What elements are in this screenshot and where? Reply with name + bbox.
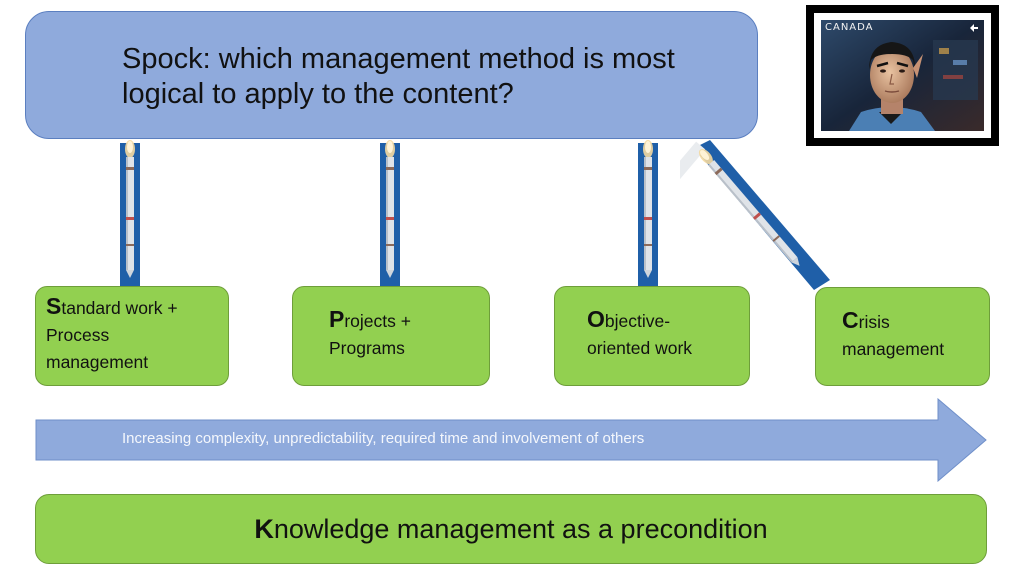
method-initial: O (587, 306, 605, 332)
spock-stamp-image: CANADA (806, 5, 999, 146)
method-label-line2: management (842, 339, 945, 359)
method-standard-work: Standard work + Process management (35, 286, 229, 386)
question-text: Spock: which management method is most l… (122, 43, 675, 110)
complexity-arrow-label: Increasing complexity, unpredictability,… (122, 430, 645, 447)
method-projects: Projects + Programs (292, 286, 490, 386)
method-objective-oriented: Objective- oriented work (554, 286, 750, 386)
method-initial: C (842, 307, 859, 333)
method-initial: S (46, 293, 62, 319)
question-box: Spock: which management method is most l… (25, 11, 758, 139)
method-label-line2: Process (46, 325, 110, 345)
stamp-country-label: CANADA (825, 22, 874, 33)
knowledge-label: nowledge management as a precondition (273, 514, 768, 544)
knowledge-initial: K (254, 514, 274, 544)
knowledge-management-text: Knowledge management as a precondition (36, 512, 986, 546)
spock-portrait-icon (821, 20, 984, 131)
method-crisis: Crisis management (815, 287, 990, 386)
rocket-icon (385, 140, 395, 278)
complexity-arrow (35, 398, 987, 482)
rocket-icon (643, 140, 653, 278)
method-label-line2: oriented work (587, 338, 693, 358)
knowledge-management-box: Knowledge management as a precondition (35, 494, 987, 564)
rocket-icon (125, 140, 135, 278)
method-label-line2: Programs (329, 338, 405, 358)
method-initial: P (329, 306, 345, 332)
method-label-line1: rojects + (344, 311, 411, 331)
method-label-line3: management (46, 352, 149, 372)
method-label-line1: bjective- (604, 311, 671, 331)
method-label-line1: tandard work + (61, 298, 178, 318)
canada-post-logo-icon (970, 24, 978, 32)
rocket-icon (698, 148, 800, 266)
method-label-line1: risis (858, 312, 890, 332)
stamp-perforation-border: CANADA (814, 13, 991, 138)
stamp-photo: CANADA (821, 20, 984, 131)
